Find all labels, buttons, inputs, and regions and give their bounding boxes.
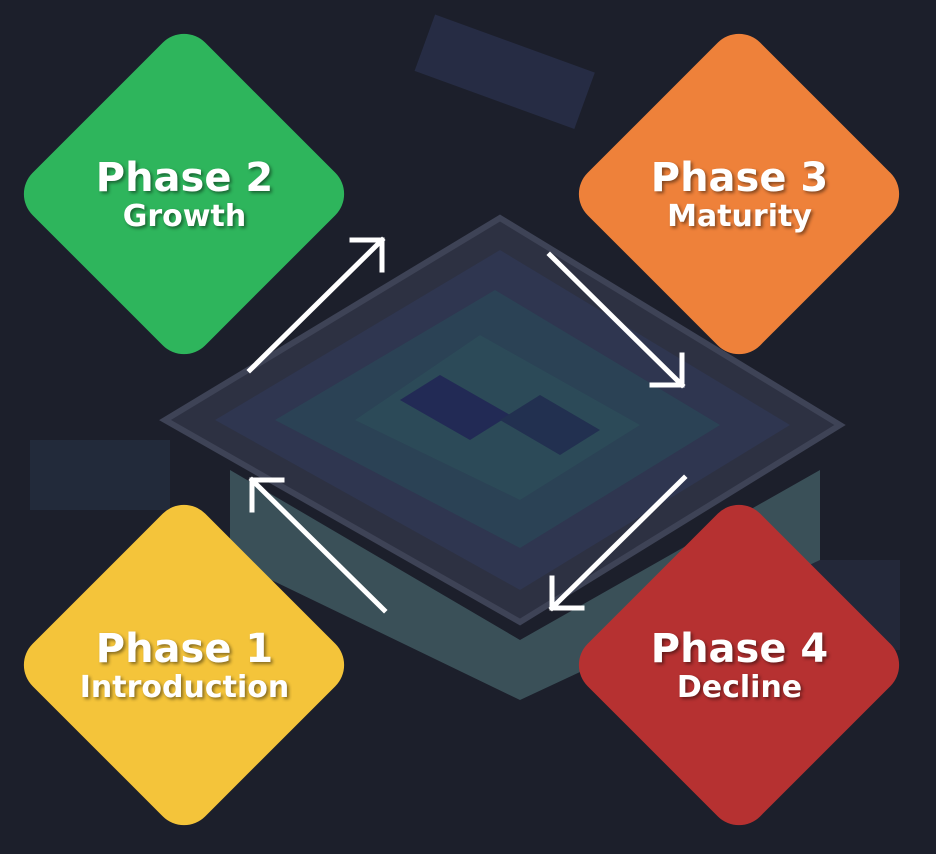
- arrow-phase1-to-phase2: [248, 476, 388, 614]
- arrow-phase3-to-phase4: [546, 251, 686, 389]
- phase-1-title: Phase 1: [95, 625, 274, 672]
- arrow-phase4-to-phase1: [548, 474, 688, 612]
- phase-4-subtitle: Decline: [676, 669, 803, 705]
- phase-3-subtitle: Maturity: [667, 198, 812, 234]
- phase-4-title: Phase 4: [650, 625, 829, 672]
- phase-2-title: Phase 2: [95, 154, 274, 201]
- arrow-phase2-to-phase3: [246, 236, 386, 374]
- phase-1-subtitle: Introduction: [79, 669, 290, 705]
- phase-2-subtitle: Growth: [122, 198, 247, 234]
- phase-3-title: Phase 3: [650, 154, 829, 201]
